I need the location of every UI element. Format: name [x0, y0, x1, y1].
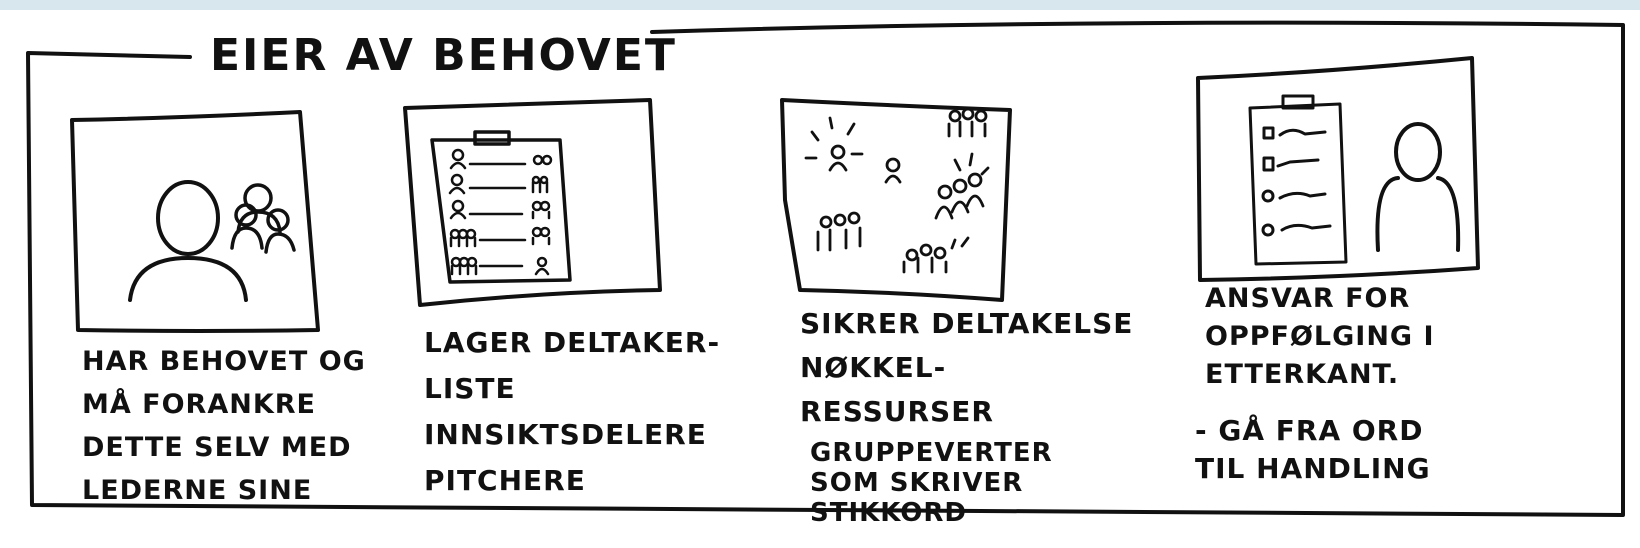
caption-line: INNSIKTSDELERE — [424, 412, 720, 458]
panel-2-picture — [405, 100, 660, 305]
clipboard-icon — [432, 132, 570, 282]
checklist-icon — [1250, 96, 1346, 264]
panel-1-caption: HAR BEHOVET OG MÅ FORANKRE DETTE SELV ME… — [82, 340, 366, 512]
caption-line: OPPFØLGING I — [1205, 318, 1435, 356]
frame-title: EIER AV BEHOVET — [210, 30, 677, 81]
caption-line: MÅ FORANKRE — [82, 383, 366, 426]
panel-4-sub-caption: - GÅ FRA ORD TIL HANDLING — [1195, 412, 1431, 488]
caption-line: DETTE SELV MED — [82, 426, 366, 469]
panel-1-picture — [72, 112, 318, 331]
caption-line: LEDERNE SINE — [82, 469, 366, 512]
group-icon — [232, 185, 294, 252]
person-icon — [1377, 124, 1458, 250]
panel-4-caption: ANSVAR FOR OPPFØLGING I ETTERKANT. — [1205, 280, 1435, 394]
caption-line: PITCHERE — [424, 458, 720, 504]
caption-line: SIKRER DELTAKELSE — [800, 302, 1133, 346]
crowd-icon — [806, 109, 988, 272]
panel-2-caption: LAGER DELTAKER- LISTE INNSIKTSDELERE PIT… — [424, 320, 720, 504]
caption-line: ANSVAR FOR — [1205, 280, 1435, 318]
panel-4-picture — [1198, 58, 1478, 280]
panel-3-caption: SIKRER DELTAKELSE NØKKEL- RESSURSER — [800, 302, 1133, 434]
panel-3-picture — [782, 100, 1010, 300]
caption-line: HAR BEHOVET OG — [82, 340, 366, 383]
caption-line: RESSURSER — [800, 390, 1133, 434]
caption-line: TIL HANDLING — [1195, 450, 1431, 488]
caption-line: STIKKORD — [810, 498, 1053, 528]
person-large-icon — [130, 182, 246, 300]
caption-line: NØKKEL- — [800, 346, 1133, 390]
caption-line: ETTERKANT. — [1205, 356, 1435, 394]
caption-line: GRUPPEVERTER — [810, 438, 1053, 468]
panel-3-sub-caption: GRUPPEVERTER SOM SKRIVER STIKKORD — [810, 438, 1053, 528]
caption-line: SOM SKRIVER — [810, 468, 1053, 498]
caption-line: LAGER DELTAKER- — [424, 320, 720, 366]
caption-line: LISTE — [424, 366, 720, 412]
caption-line: - GÅ FRA ORD — [1195, 412, 1431, 450]
participant-list-icon — [450, 150, 551, 274]
